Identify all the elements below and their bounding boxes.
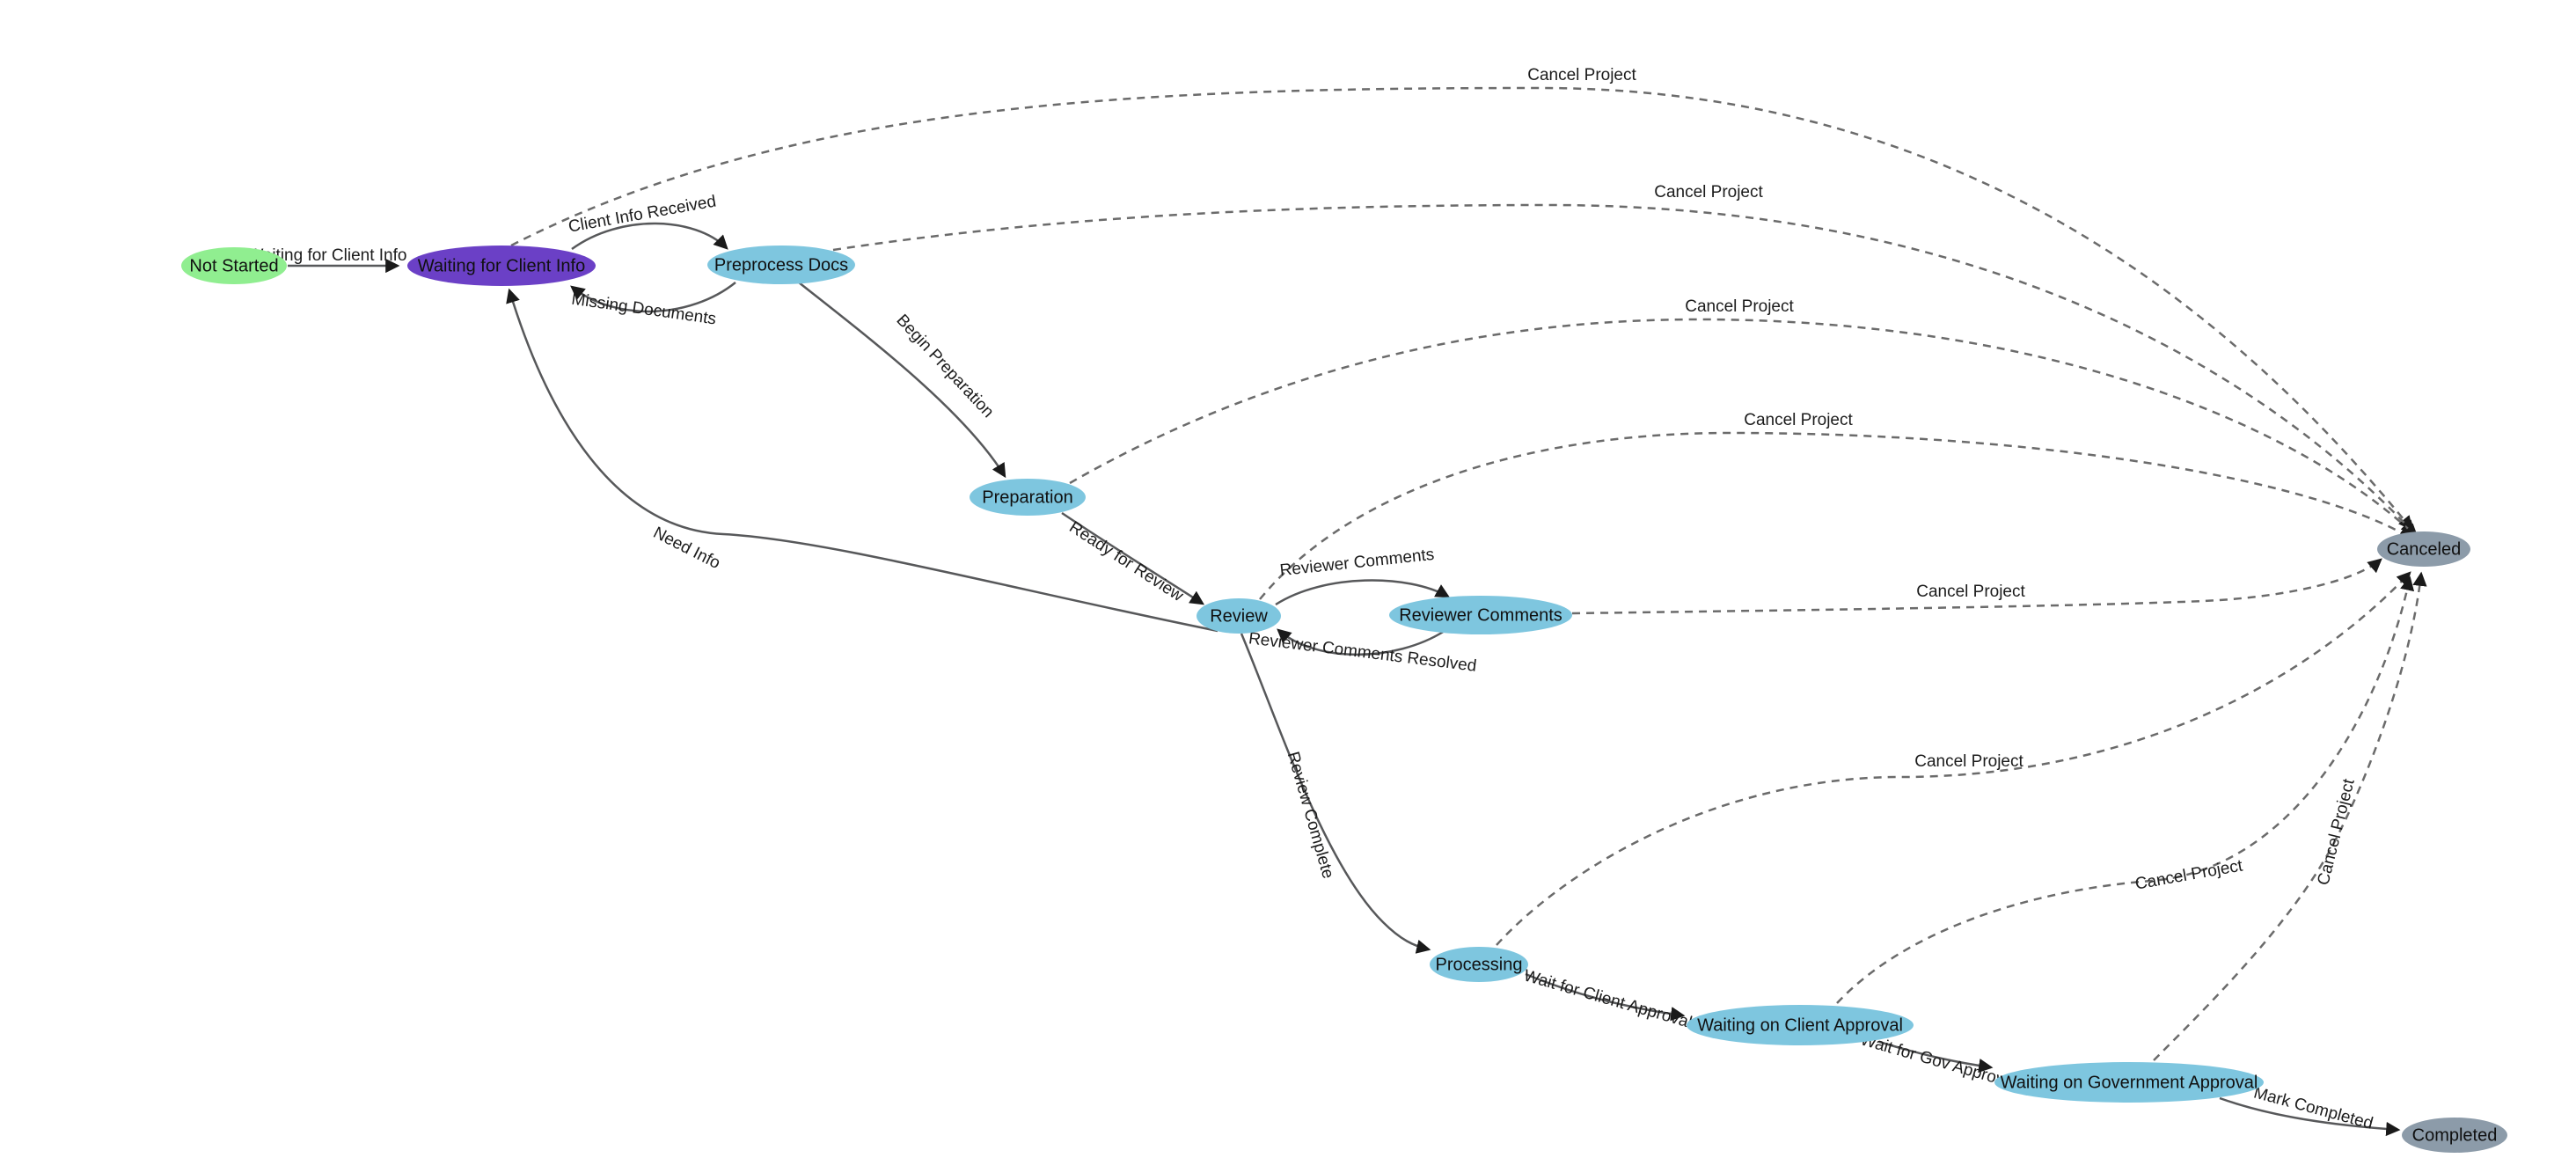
- edges-layer: [288, 86, 2427, 1137]
- node-label-completed: Completed: [2412, 1125, 2498, 1145]
- edge-label-reviewer-comments-resolved: Reviewer Comments Resolved: [1248, 629, 1477, 676]
- edge-review-complete: [1240, 633, 1431, 954]
- edge-label-mark-completed: Mark Completed: [2251, 1084, 2375, 1133]
- edge-label-cancel-from-processing: Cancel Project: [1914, 752, 2023, 771]
- edge-cancel-from-preprocess-docs: [832, 203, 2416, 535]
- node-not-started[interactable]: Not Started: [181, 247, 287, 284]
- edge-label-not-started-to-waiting: Waiting for Client Info: [248, 246, 407, 265]
- edge-cancel-from-waiting-client-approval: [1836, 575, 2415, 1004]
- edge-label-cancel-from-waiting-client-info: Cancel Project: [1527, 66, 1636, 84]
- node-label-canceled: Canceled: [2387, 539, 2462, 559]
- edge-label-ready-for-review: Ready for Review: [1065, 518, 1186, 605]
- edge-cancel-from-waiting-client-info: [510, 86, 2413, 531]
- edge-label-cancel-from-reviewer-comments: Cancel Project: [1916, 583, 2025, 601]
- edge-label-missing-documents: Missing Documents: [570, 290, 717, 329]
- node-processing[interactable]: Processing: [1430, 947, 1528, 982]
- node-preprocess-docs[interactable]: Preprocess Docs: [707, 246, 855, 284]
- node-preparation[interactable]: Preparation: [970, 479, 1086, 516]
- edge-cancel-from-reviewer-comments: [1571, 558, 2382, 615]
- node-label-not-started: Not Started: [189, 256, 278, 275]
- node-label-reviewer-comments: Reviewer Comments: [1399, 605, 1562, 625]
- node-shape-preparation: [970, 479, 1086, 516]
- edge-begin-preparation: [798, 282, 1006, 479]
- edge-reviewer-comments-resolved: [1277, 628, 1445, 656]
- node-completed[interactable]: Completed: [2402, 1118, 2507, 1153]
- node-shape-not-started: [181, 247, 287, 284]
- node-label-waiting-client-approval: Waiting on Client Approval: [1697, 1015, 1903, 1035]
- edge-missing-documents: [570, 282, 736, 313]
- node-shape-waiting-client-approval: [1687, 1005, 1914, 1045]
- edge-label-cancel-from-waiting-gov-approval: Cancel Project: [2315, 776, 2359, 887]
- node-label-processing: Processing: [1436, 955, 1523, 974]
- edge-label-cancel-from-waiting-client-approval: Cancel Project: [2133, 856, 2244, 893]
- node-shape-preprocess-docs: [707, 246, 855, 284]
- node-shape-waiting-gov-approval: [1994, 1062, 2264, 1103]
- node-review[interactable]: Review: [1197, 598, 1281, 634]
- node-waiting-client-approval[interactable]: Waiting on Client Approval: [1687, 1005, 1914, 1045]
- node-label-waiting-gov-approval: Waiting on Government Approval: [2001, 1073, 2258, 1092]
- edge-cancel-from-processing: [1496, 571, 2411, 946]
- node-canceled[interactable]: Canceled: [2377, 531, 2470, 567]
- edge-need-info: [506, 288, 1218, 633]
- node-shape-canceled: [2377, 531, 2470, 567]
- node-label-preparation: Preparation: [982, 487, 1072, 507]
- edge-label-cancel-from-preparation: Cancel Project: [1685, 297, 1794, 316]
- edge-client-info-received: [571, 222, 728, 251]
- edge-ready-for-review: [1061, 511, 1205, 605]
- node-shape-completed: [2402, 1118, 2507, 1153]
- node-shape-waiting-client-info: [407, 246, 596, 286]
- node-shape-processing: [1430, 947, 1528, 982]
- edge-label-reviewer-comments-edge: Reviewer Comments: [1279, 546, 1436, 580]
- node-label-preprocess-docs: Preprocess Docs: [714, 255, 848, 275]
- node-waiting-gov-approval[interactable]: Waiting on Government Approval: [1994, 1062, 2264, 1103]
- edge-wait-for-client-approval: [1525, 972, 1686, 1022]
- node-shape-reviewer-comments: [1389, 596, 1572, 634]
- edge-label-wait-for-client-approval: Wait for Client Approval: [1522, 966, 1694, 1032]
- node-reviewer-comments[interactable]: Reviewer Comments: [1389, 596, 1572, 634]
- edge-label-need-info: Need Info: [650, 524, 723, 573]
- edge-label-cancel-from-review: Cancel Project: [1744, 411, 1853, 429]
- edge-cancel-from-waiting-gov-approval: [2153, 571, 2427, 1061]
- edge-mark-completed: [2219, 1096, 2401, 1137]
- node-waiting-client-info[interactable]: Waiting for Client Info: [407, 246, 596, 286]
- edge-cancel-from-review: [1259, 431, 2414, 600]
- edge-reviewer-comments-edge: [1275, 579, 1451, 606]
- node-label-waiting-client-info: Waiting for Client Info: [418, 256, 585, 275]
- node-shape-review: [1197, 598, 1281, 634]
- edge-wait-for-gov-approval: [1878, 1040, 1994, 1074]
- edge-label-cancel-from-preprocess-docs: Cancel Project: [1654, 183, 1763, 202]
- node-label-review: Review: [1210, 606, 1268, 626]
- edge-label-review-complete: Review Complete: [1284, 750, 1337, 881]
